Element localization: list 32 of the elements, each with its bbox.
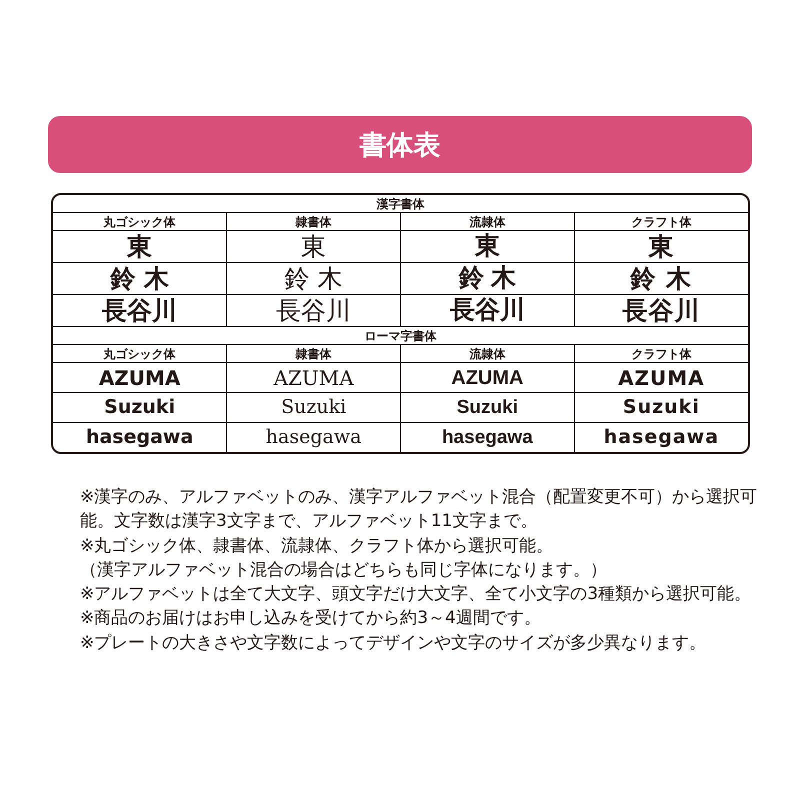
font-name-header: 丸ゴシック体 bbox=[53, 212, 227, 230]
font-name-header: 丸ゴシック体 bbox=[53, 344, 227, 362]
font-sample: 東 bbox=[226, 230, 400, 262]
note-text: ※アルファベットは全て大文字、頭文字だけ大文字、全て小文字の3種類から選択可能。 bbox=[80, 583, 752, 606]
font-name-header: 流隷体 bbox=[400, 212, 574, 230]
font-sample: hasegawa bbox=[53, 422, 227, 452]
note-text: ※プレートの大きさや文字数によってデザインや文字のサイズが多少異なります。 bbox=[80, 632, 708, 655]
font-sample: AZUMA bbox=[226, 362, 400, 392]
font-name-header: 流隷体 bbox=[400, 344, 574, 362]
title-banner: 書体表 bbox=[48, 116, 752, 173]
note-text: （漢字アルファベット混合の場合はどちらも同じ字体になります。） bbox=[80, 558, 608, 582]
font-sample: 東 bbox=[400, 230, 574, 262]
font-sample: Suzuki bbox=[226, 392, 400, 422]
font-sample: 鈴 木 bbox=[226, 262, 400, 294]
section-header: ローマ字書体 bbox=[53, 326, 748, 344]
font-sample: Suzuki bbox=[400, 392, 574, 422]
font-sample: 長谷川 bbox=[400, 294, 574, 326]
note-text: ※漢字のみ、アルファベットのみ、漢字アルファベット混合（配置変更不可）から選択可能。文字数は漢字3文字まで、アルファベット11文字まで。 bbox=[80, 486, 758, 534]
font-sample: 長谷川 bbox=[226, 294, 400, 326]
font-name-header: 隷書体 bbox=[226, 344, 400, 362]
note-text: ※丸ゴシック体、隷書体、流隷体、クラフト体から選択可能。 bbox=[80, 534, 554, 558]
font-sample: Suzuki bbox=[53, 392, 227, 422]
font-sample: 鈴 木 bbox=[400, 262, 574, 294]
font-sample: 東 bbox=[53, 230, 227, 262]
font-sample: AZUMA bbox=[400, 362, 574, 392]
font-sample: hasegawa bbox=[574, 422, 748, 452]
section-header: 漢字書体 bbox=[53, 195, 748, 212]
font-sample: AZUMA bbox=[53, 362, 227, 392]
font-sample: 長谷川 bbox=[53, 294, 227, 326]
note-text: ※商品のお届けはお申し込みを受けてから約3～4週間です。 bbox=[80, 607, 542, 630]
font-sample: 鈴 木 bbox=[53, 262, 227, 294]
font-name-header: 隷書体 bbox=[226, 212, 400, 230]
